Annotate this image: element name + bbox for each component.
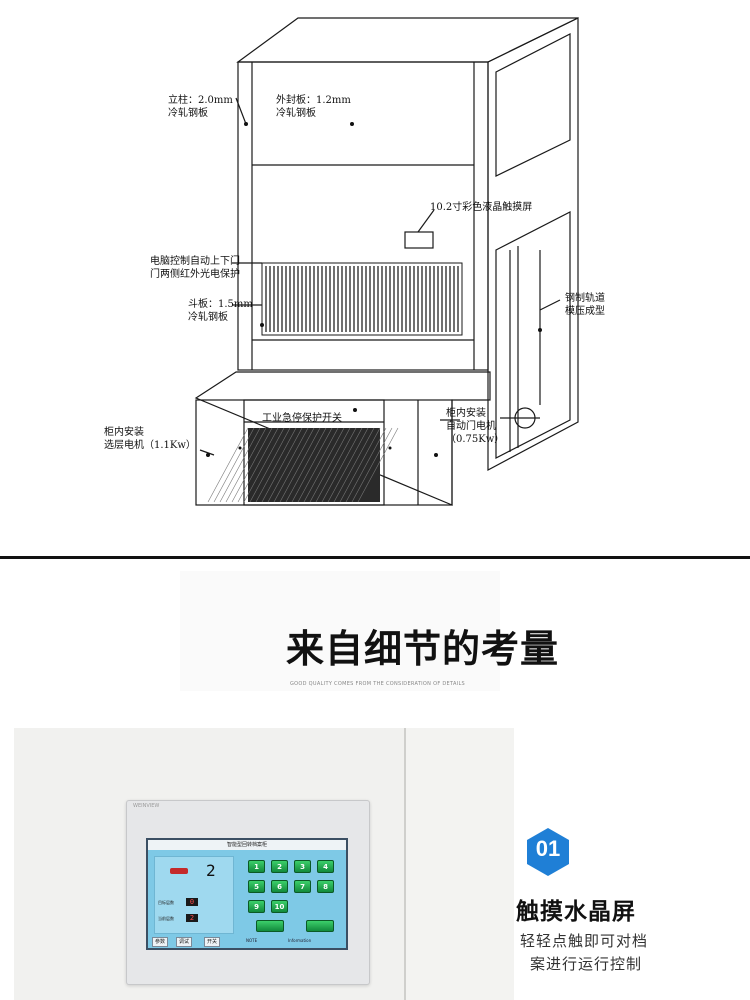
- callout-line: 外封板：1.2mm: [276, 95, 351, 106]
- callout-touchscreen: 10.2寸彩色液晶触摸屏: [430, 201, 532, 214]
- target-layer-label: 目标层数: [158, 900, 174, 905]
- callout-layer-motor: 柜内安装 选层电机（1.1Kw）: [104, 426, 196, 452]
- cabinet-technical-drawing: 立柱：2.0mm 冷轧钢板 外封板：1.2mm 冷轧钢板 10.2寸彩色液晶触摸…: [104, 17, 605, 506]
- layer-key-1[interactable]: 1: [248, 860, 265, 873]
- layer-key-2[interactable]: 2: [271, 860, 288, 873]
- callout-steel-rail: 钢制轨道 模压成型: [565, 292, 605, 318]
- callout-line: 柜内安装: [104, 427, 144, 438]
- callout-line: 10.2寸彩色液晶触摸屏: [430, 202, 533, 213]
- cabinet-door-edge: [404, 728, 514, 1000]
- panel-brand-logo: WEINVIEW: [133, 803, 160, 809]
- section-title: 来自细节的考量: [286, 627, 560, 671]
- feature-number: 01: [535, 836, 561, 861]
- callout-line: 自动门电机: [446, 421, 496, 432]
- layer-key-10[interactable]: 10: [271, 900, 288, 913]
- title-backdrop: [180, 571, 500, 691]
- layer-key-3[interactable]: 3: [294, 860, 311, 873]
- layer-key-4[interactable]: 4: [317, 860, 334, 873]
- callout-column: 立柱：2.0mm 冷轧钢板: [168, 94, 233, 120]
- callout-line: 门两侧红外光电保护: [150, 269, 240, 280]
- up-arrow-button[interactable]: [256, 920, 284, 932]
- debug-button[interactable]: 调试: [176, 937, 193, 947]
- footer-note: NOTE: [246, 938, 258, 943]
- down-arrow-button[interactable]: [306, 920, 334, 932]
- screen-header: 智能型回转档案柜: [148, 840, 346, 850]
- feature-desc-line2: 案进行运行控制: [530, 955, 643, 973]
- target-layer-value: 0: [186, 898, 198, 906]
- callout-door-motor: 柜内安装 自动门电机 （0.75Kw）: [446, 407, 504, 446]
- callout-line: （0.75Kw）: [446, 434, 505, 445]
- callout-line: 立柱：2.0mm: [168, 95, 233, 106]
- callout-line: 斗板：1.5mm: [188, 299, 253, 310]
- callout-line: 工业急停保护开关: [262, 413, 342, 424]
- door-switch-button[interactable]: 开关: [204, 937, 221, 947]
- current-layer-label: 当前层数: [158, 916, 174, 921]
- footer-info: Information: [288, 938, 312, 943]
- readout-value: 2: [206, 861, 216, 880]
- layer-key-7[interactable]: 7: [294, 880, 311, 893]
- section-divider: [0, 556, 750, 559]
- cabinet-line-drawing: [194, 17, 579, 506]
- feature-number-badge: [527, 828, 569, 876]
- section-subtitle: GOOD QUALITY COMES FROM THE CONSIDERATIO…: [290, 681, 466, 687]
- callout-line: 冷轧钢板: [276, 108, 316, 119]
- callout-line: 冷轧钢板: [188, 312, 228, 323]
- callout-emergency-stop: 工业急停保护开关: [262, 412, 342, 425]
- feature-title: 触摸水晶屏: [516, 899, 636, 925]
- callout-bucket-plate: 斗板：1.5mm 冷轧钢板: [188, 298, 253, 324]
- params-button[interactable]: 参数: [152, 937, 169, 947]
- readout-indicator: [170, 868, 188, 874]
- current-layer-value: 2: [186, 914, 198, 922]
- callout-line: 冷轧钢板: [168, 108, 208, 119]
- callout-line: 模压成型: [565, 306, 605, 317]
- callout-line: 选层电机（1.1Kw）: [104, 440, 196, 451]
- touch-screen: 智能型回转档案柜 2 目标层数 0 当前层数 2 1 2 3 4 5 6 7 8…: [146, 838, 348, 950]
- layer-key-8[interactable]: 8: [317, 880, 334, 893]
- layer-key-9[interactable]: 9: [248, 900, 265, 913]
- readout-pane: [154, 856, 234, 934]
- callout-door-protection: 电脑控制自动上下门 门两侧红外光电保护: [150, 255, 240, 281]
- callout-line: 钢制轨道: [565, 293, 605, 304]
- layer-key-5[interactable]: 5: [248, 880, 265, 893]
- feature-desc-line1: 轻轻点触即可对档: [520, 932, 649, 950]
- callout-outer-panel: 外封板：1.2mm 冷轧钢板: [276, 94, 351, 120]
- callout-line: 电脑控制自动上下门: [150, 256, 240, 267]
- layer-key-6[interactable]: 6: [271, 880, 288, 893]
- callout-line: 柜内安装: [446, 408, 486, 419]
